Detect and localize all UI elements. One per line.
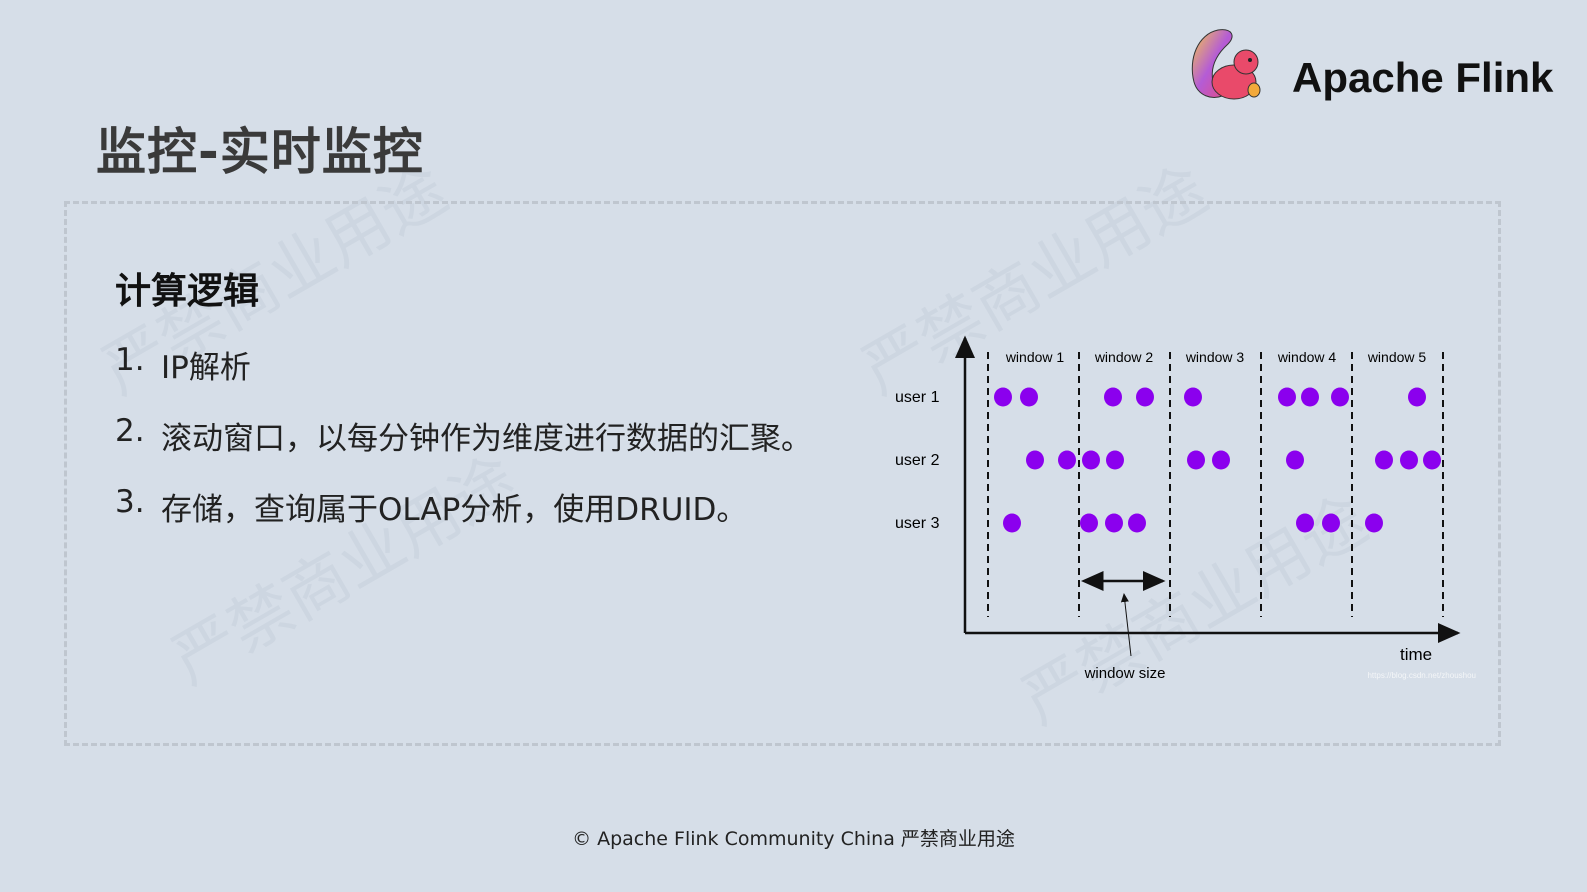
user-label: user 1 <box>895 389 940 406</box>
event-dot <box>1400 450 1418 470</box>
x-axis-label: time <box>1400 645 1432 664</box>
event-dot <box>1331 387 1349 407</box>
flink-squirrel-logo <box>1191 29 1261 100</box>
event-dot <box>1136 387 1154 407</box>
event-dot <box>1408 387 1426 407</box>
event-dot <box>1423 450 1441 470</box>
event-dot <box>1212 450 1230 470</box>
content-frame <box>64 201 1501 746</box>
event-dot <box>1082 450 1100 470</box>
item-number: 1. <box>115 342 145 378</box>
event-dot <box>1375 450 1393 470</box>
list-item: 1. IP解析 <box>115 342 251 387</box>
window-label: window 2 <box>1094 349 1154 365</box>
section-heading: 计算逻辑 <box>115 271 260 312</box>
list-item: 3. 存储，查询属于OLAP分析，使用DRUID。 <box>115 484 747 529</box>
page-title: 监控-实时监控 <box>96 123 424 181</box>
event-dot <box>1322 513 1340 533</box>
event-dot <box>1187 450 1205 470</box>
item-text: 存储，查询属于OLAP分析，使用DRUID。 <box>161 492 748 528</box>
item-number: 3. <box>115 484 145 520</box>
window-size-pointer <box>1120 593 1132 657</box>
event-dot <box>1278 387 1296 407</box>
window-label: window 4 <box>1277 349 1337 365</box>
event-dot <box>1026 450 1044 470</box>
event-dot <box>1105 513 1123 533</box>
event-dot <box>994 387 1012 407</box>
event-dot <box>1080 513 1098 533</box>
window-label: window 3 <box>1185 349 1245 365</box>
event-dot <box>1020 387 1038 407</box>
user-label: user 3 <box>895 515 940 532</box>
event-dot <box>1104 387 1122 407</box>
window-label: window 5 <box>1367 349 1427 365</box>
logo-text: Apache Flink <box>1292 54 1554 101</box>
event-dot <box>1296 513 1314 533</box>
event-dot <box>1003 513 1021 533</box>
event-dot <box>1301 387 1319 407</box>
event-dot <box>1365 513 1383 533</box>
event-dot <box>1128 513 1146 533</box>
list-item: 2. 滚动窗口，以每分钟作为维度进行数据的汇聚。 <box>115 413 812 458</box>
item-text: IP解析 <box>161 350 251 386</box>
source-url: https://blog.csdn.net/zhoushou <box>1367 671 1476 680</box>
event-dot <box>1286 450 1304 470</box>
footer: © Apache Flink Community China 严禁商业用途 <box>572 828 1015 850</box>
event-dot <box>1184 387 1202 407</box>
user-label: user 2 <box>895 452 940 469</box>
item-text: 滚动窗口，以每分钟作为维度进行数据的汇聚。 <box>161 421 812 457</box>
item-number: 2. <box>115 413 145 449</box>
event-dot <box>1106 450 1124 470</box>
window-size-label: window size <box>1084 665 1166 682</box>
event-dot <box>1058 450 1076 470</box>
window-label: window 1 <box>1005 349 1065 365</box>
